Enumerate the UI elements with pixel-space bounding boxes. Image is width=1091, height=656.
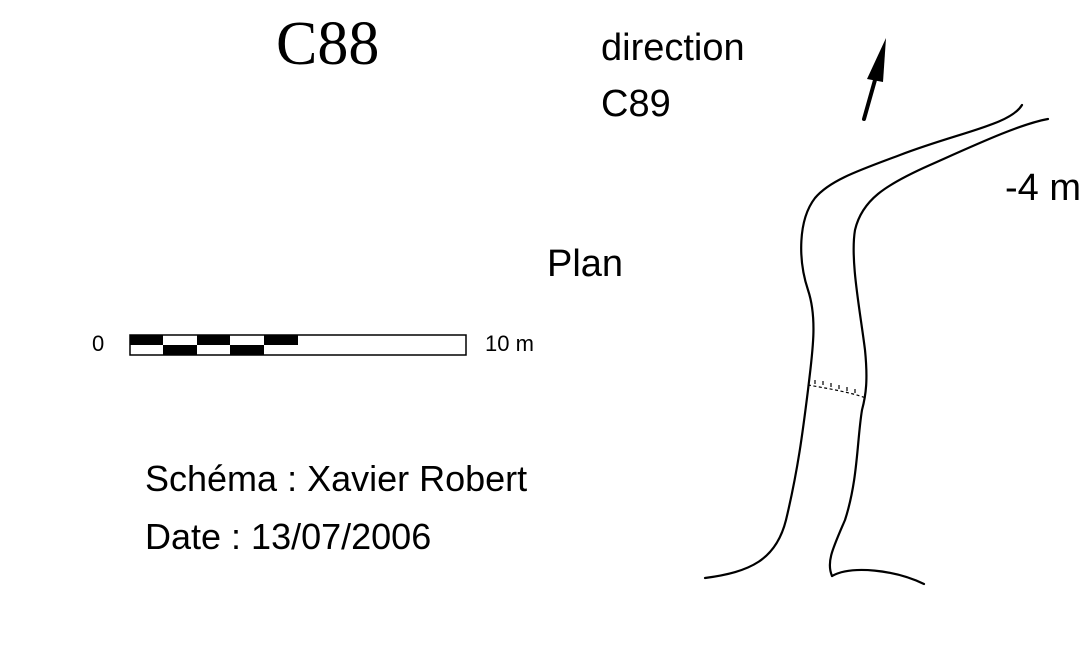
author-credit: Schéma : Xavier Robert	[145, 458, 528, 499]
date-credit: Date : 13/07/2006	[145, 516, 432, 557]
left-wall	[703, 103, 1024, 580]
direction-line-2: C89	[601, 83, 671, 125]
view-label: Plan	[547, 243, 624, 285]
survey-title: C88	[276, 10, 380, 78]
scale-end-label: 10 m	[485, 331, 534, 356]
direction-line-1: direction	[601, 27, 745, 69]
passage-step-marker	[807, 380, 867, 399]
direction-arrow-icon	[862, 38, 886, 121]
direction-label: direction C89	[601, 20, 745, 132]
passage-walls	[703, 103, 1050, 586]
floor-wall	[830, 568, 926, 586]
scale-bar	[129, 334, 467, 356]
scale-start-label: 0	[92, 331, 105, 356]
depth-label: -4 m	[1005, 167, 1081, 209]
credits-block: Schéma : Xavier Robert Date : 13/07/2006	[145, 450, 527, 566]
right-wall	[828, 117, 1050, 578]
